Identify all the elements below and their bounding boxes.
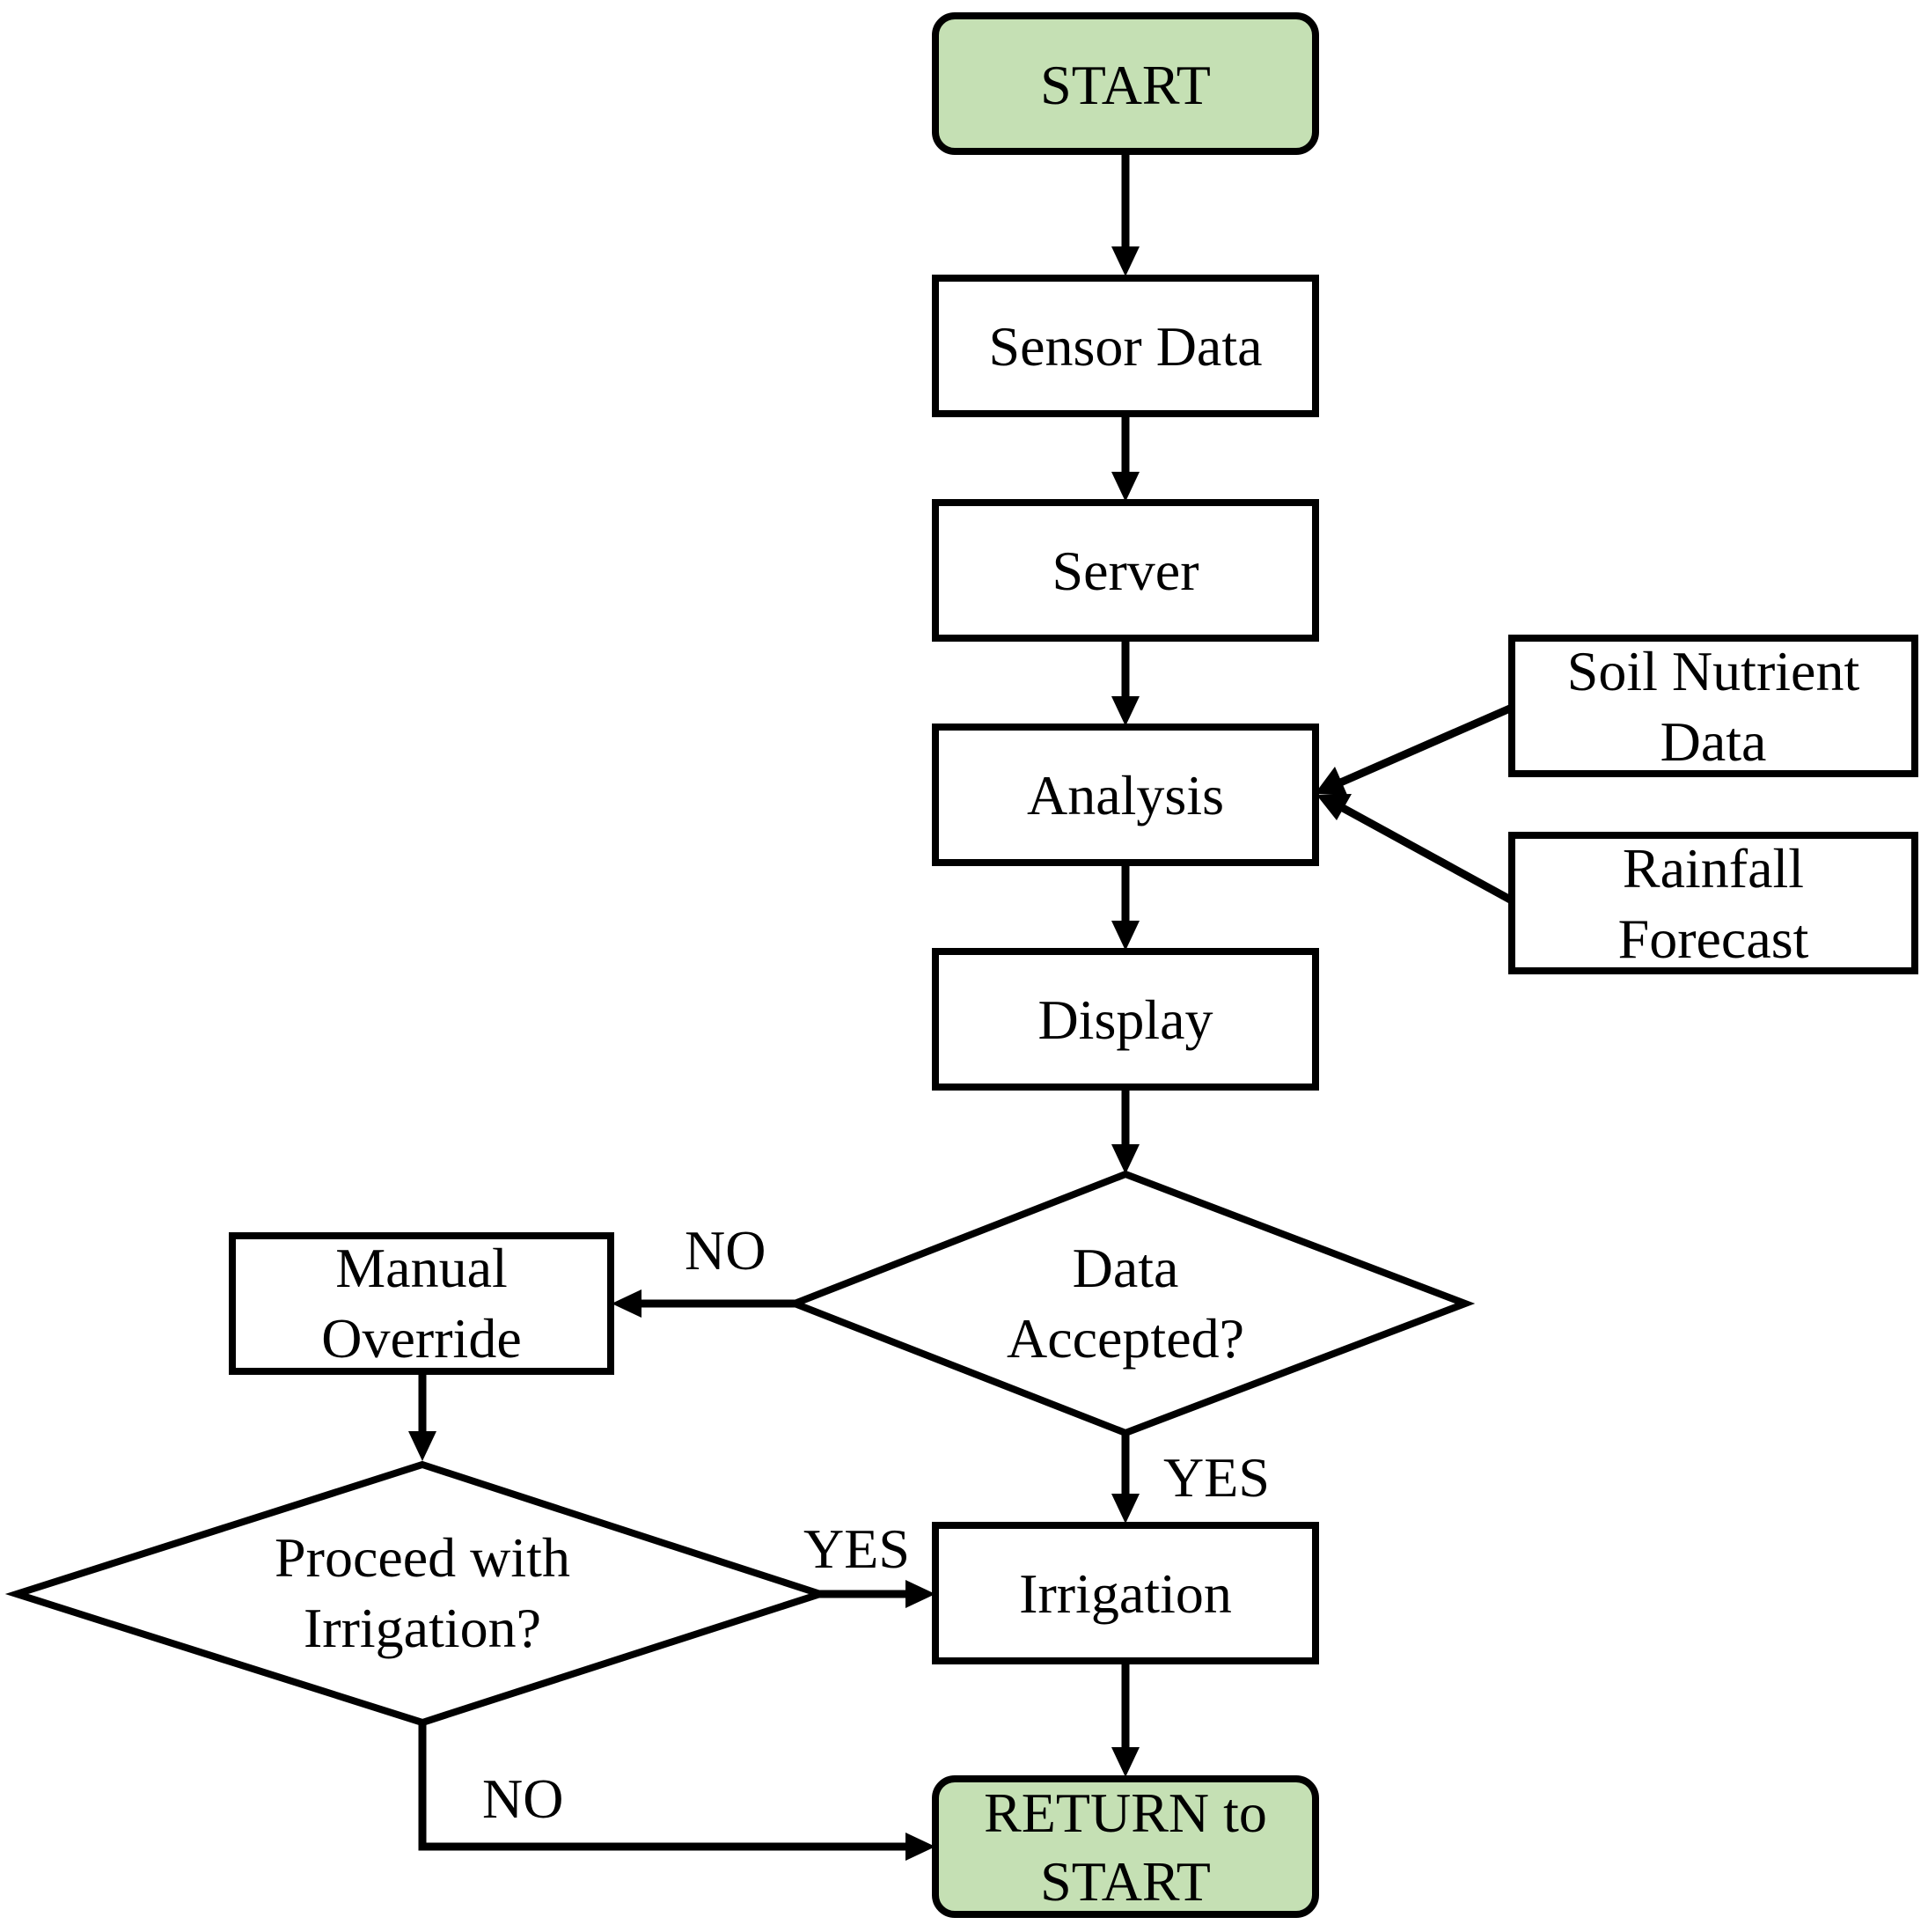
server-box	[932, 499, 1319, 642]
data-accepted-diamond	[785, 1170, 1476, 1437]
data-accepted-label-line1: Data	[1073, 1237, 1179, 1299]
manual-override-label-line1: Manual	[335, 1237, 508, 1299]
display-box	[932, 948, 1319, 1091]
proceed-no-label: NO	[482, 1767, 563, 1830]
rainfall-label-line2: Forecast	[1618, 907, 1809, 970]
svg-text:Override: Override	[321, 1307, 521, 1370]
svg-text:Sensor Data: Sensor Data	[988, 315, 1262, 378]
edge-labels: NO YES YES NO	[482, 1219, 1270, 1830]
arrowhead	[1111, 1747, 1140, 1777]
manual-override-label-line2: Override	[321, 1307, 521, 1370]
arrowhead	[905, 1833, 935, 1861]
arrowhead	[1111, 472, 1140, 502]
svg-text:YES: YES	[803, 1517, 910, 1580]
arrowhead	[1111, 921, 1140, 951]
svg-text:Irrigation?: Irrigation?	[304, 1597, 541, 1659]
soil-nutrient-box	[1508, 635, 1918, 777]
svg-text:Soil Nutrient: Soil Nutrient	[1567, 640, 1860, 702]
irrigation-box	[932, 1522, 1319, 1664]
svg-text:START: START	[1040, 1850, 1211, 1913]
soil-nutrient-label-line1: Soil Nutrient	[1567, 640, 1860, 702]
svg-text:Analysis: Analysis	[1027, 764, 1224, 826]
edge-rainfall-to-analysis	[1337, 802, 1518, 907]
proceed-diamond	[4, 1460, 832, 1727]
svg-text:YES: YES	[1163, 1446, 1270, 1509]
connectors	[408, 150, 1518, 1861]
proceed-label-line1: Proceed with	[275, 1526, 570, 1589]
arrowhead	[1316, 794, 1352, 820]
node-sensor-data: Sensor Data	[932, 275, 1319, 417]
server-label: Server	[1052, 540, 1199, 602]
soil-nutrient-label-line2: Data	[1660, 710, 1767, 773]
rainfall-box	[1508, 832, 1918, 974]
return-label-line1: RETURN to	[984, 1781, 1267, 1844]
node-data-accepted-decision: Data Accepted?	[785, 1170, 1476, 1437]
arrowhead	[1111, 1144, 1140, 1174]
manual-override-box	[229, 1232, 614, 1375]
node-rainfall-forecast: Rainfall Forecast	[1508, 832, 1918, 974]
data-accepted-no-label: NO	[685, 1219, 766, 1282]
arrowhead	[1315, 767, 1347, 795]
node-soil-nutrient-data: Soil Nutrient Data	[1508, 635, 1918, 777]
node-irrigation: Irrigation	[932, 1522, 1319, 1664]
svg-text:Rainfall: Rainfall	[1623, 837, 1804, 900]
analysis-label: Analysis	[1027, 764, 1224, 826]
sensor-data-label: Sensor Data	[988, 315, 1262, 378]
arrowhead	[1111, 1494, 1140, 1524]
svg-text:Forecast: Forecast	[1618, 907, 1809, 970]
svg-text:Manual: Manual	[335, 1237, 508, 1299]
start-terminal	[932, 12, 1319, 155]
svg-text:NO: NO	[685, 1219, 766, 1282]
irrigation-label: Irrigation	[1019, 1562, 1232, 1625]
return-label-line2: START	[1040, 1850, 1211, 1913]
rainfall-label-line1: Rainfall	[1623, 837, 1804, 900]
arrowhead	[905, 1580, 935, 1608]
svg-text:Accepted?: Accepted?	[1007, 1307, 1244, 1370]
node-server: Server	[932, 499, 1319, 642]
start-label: START	[1040, 54, 1211, 116]
return-to-start-terminal	[932, 1775, 1319, 1918]
svg-text:Server: Server	[1052, 540, 1199, 602]
arrowhead	[612, 1289, 641, 1318]
sensor-data-box	[932, 275, 1319, 417]
svg-text:START: START	[1040, 54, 1211, 116]
svg-text:Data: Data	[1660, 710, 1767, 773]
arrowhead	[1111, 246, 1140, 276]
node-display: Display	[932, 948, 1319, 1091]
analysis-box	[932, 724, 1319, 866]
svg-text:RETURN to: RETURN to	[984, 1781, 1267, 1844]
node-proceed-decision: Proceed with Irrigation?	[4, 1460, 832, 1727]
node-analysis: Analysis	[932, 724, 1319, 866]
svg-text:Data: Data	[1073, 1237, 1179, 1299]
arrowhead	[1111, 696, 1140, 726]
svg-text:Display: Display	[1037, 988, 1213, 1051]
node-start: START	[932, 12, 1319, 155]
node-return-to-start: RETURN to START	[932, 1775, 1319, 1918]
svg-text:Irrigation: Irrigation	[1019, 1562, 1232, 1625]
edge-proceed-no-to-return	[418, 1718, 910, 1851]
node-manual-override: Manual Override	[229, 1232, 614, 1375]
data-accepted-yes-label: YES	[1163, 1446, 1270, 1509]
svg-text:NO: NO	[482, 1767, 563, 1830]
arrowhead	[408, 1431, 436, 1461]
data-accepted-label-line2: Accepted?	[1007, 1307, 1244, 1370]
edge-soil-nutrient-to-analysis	[1339, 702, 1517, 786]
proceed-yes-label: YES	[803, 1517, 910, 1580]
display-label: Display	[1037, 988, 1213, 1051]
svg-text:Proceed with: Proceed with	[275, 1526, 570, 1589]
proceed-label-line2: Irrigation?	[304, 1597, 541, 1659]
